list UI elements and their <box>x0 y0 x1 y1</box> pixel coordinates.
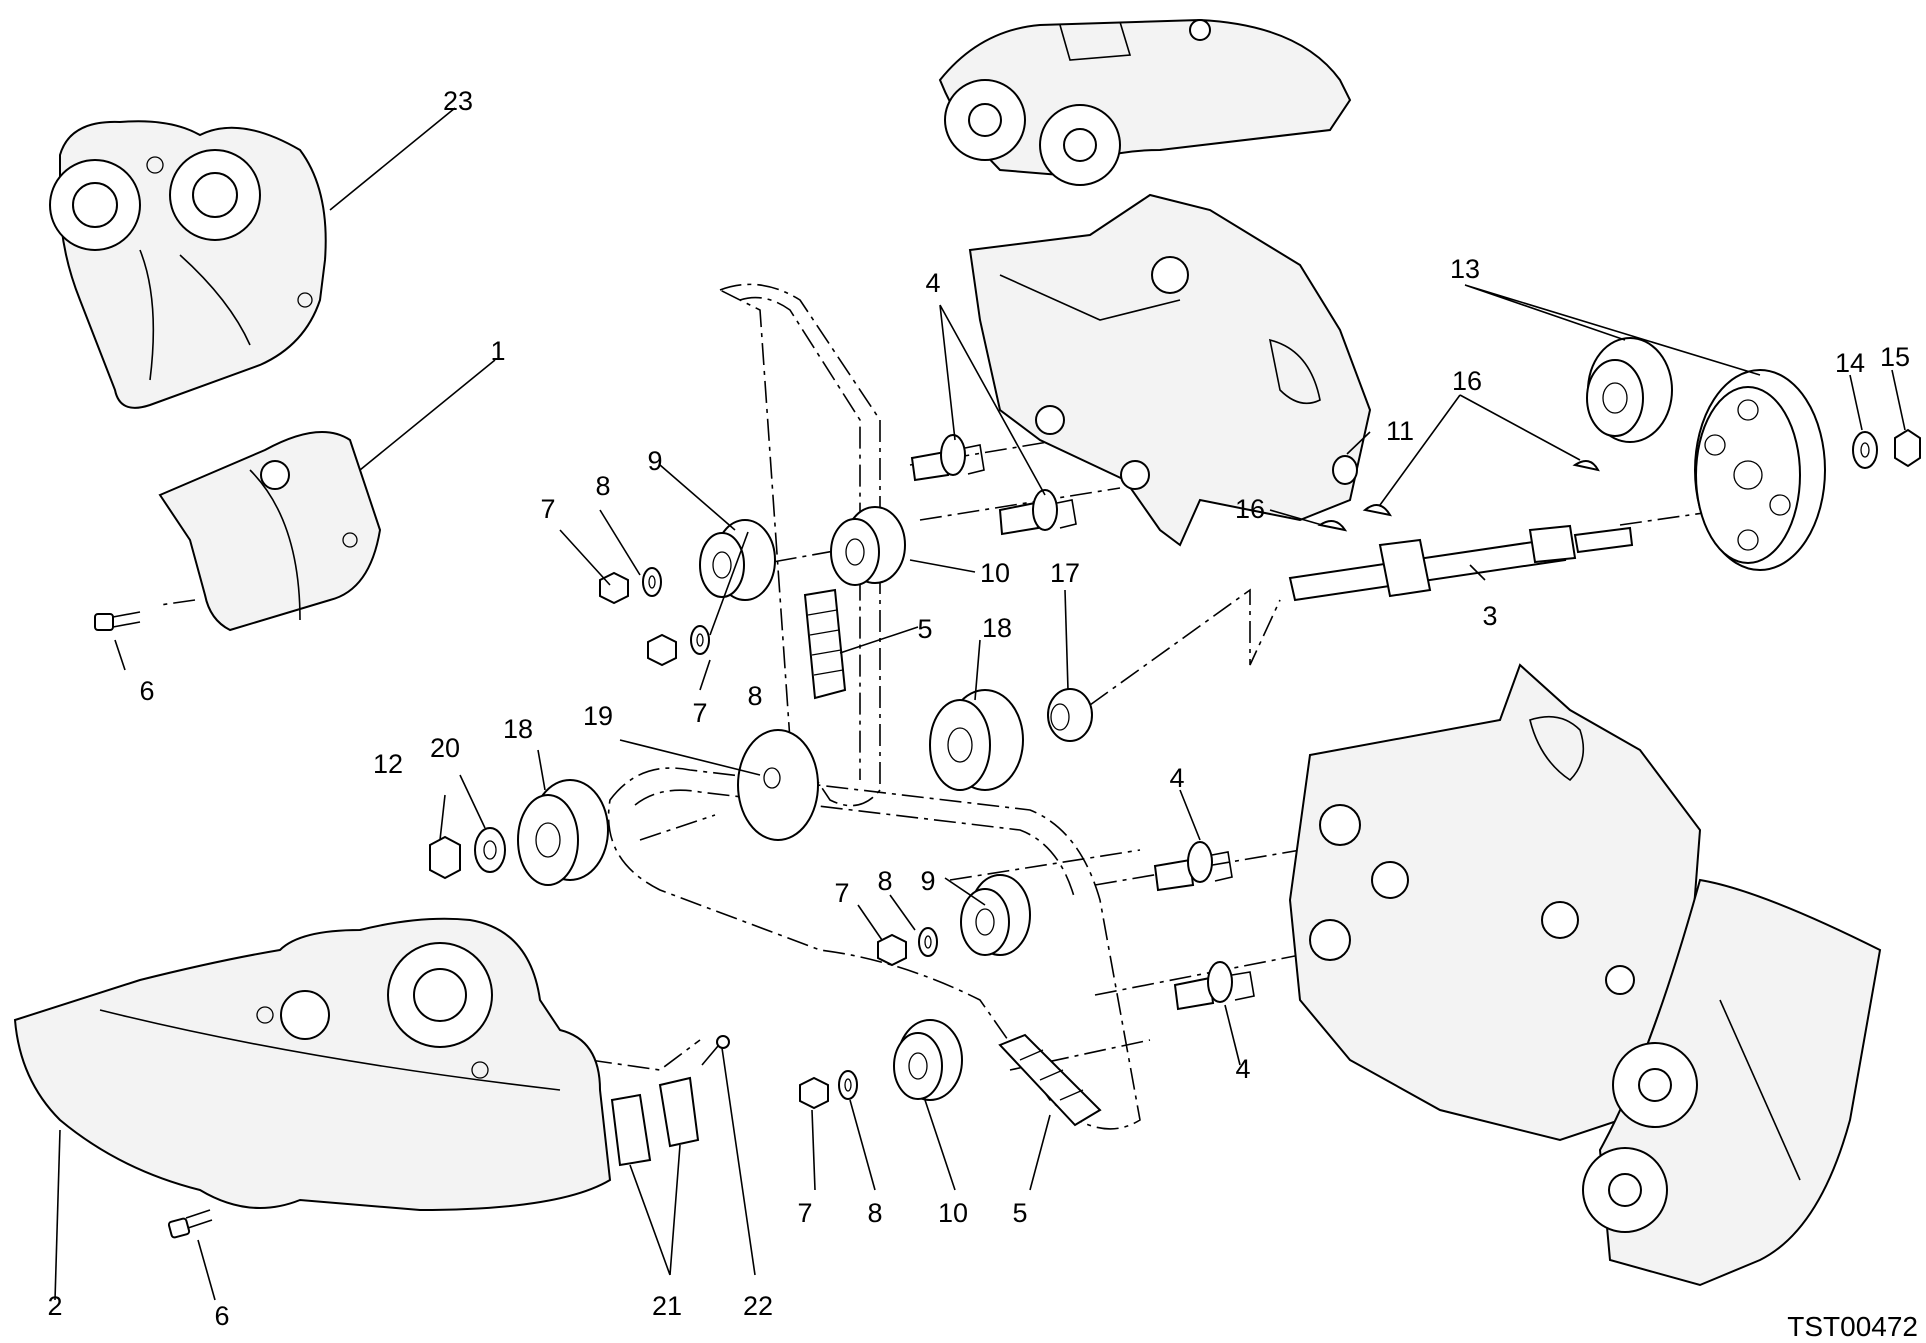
callout-18-right: 18 <box>982 613 1012 643</box>
callout-15: 15 <box>1880 342 1910 372</box>
callout-6-upper: 6 <box>139 676 154 706</box>
screw-upper <box>94 611 141 631</box>
callout-6-lower: 6 <box>214 1301 229 1331</box>
woodruff-key-16-left <box>1317 520 1348 532</box>
callout-8-lower-a: 8 <box>877 866 892 896</box>
auxiliary-shaft-3 <box>1288 524 1634 602</box>
cam-pulley-top-left <box>944 79 1026 161</box>
screw-lower <box>167 1209 213 1239</box>
callout-9-lower: 9 <box>920 866 935 896</box>
callout-8-upper: 8 <box>595 471 610 501</box>
callout-2: 2 <box>47 1291 62 1321</box>
idler-roller-9-lower <box>960 874 1031 956</box>
nut-15 <box>1894 428 1921 468</box>
upper-belt-cover <box>49 120 327 409</box>
spacer-20 <box>474 827 506 873</box>
timing-belt-vertical <box>718 283 881 807</box>
rear-head-cover <box>1598 878 1882 1287</box>
callout-10-lower: 10 <box>938 1198 968 1228</box>
callout-7-lower-a: 7 <box>834 878 849 908</box>
callout-8-lower-b: 8 <box>867 1198 882 1228</box>
callout-21: 21 <box>652 1291 682 1321</box>
tensioner-stud-upper-b <box>998 489 1077 536</box>
callout-5-lower: 5 <box>1012 1198 1027 1228</box>
nut-b <box>647 633 677 667</box>
cylinder-head-upper <box>968 193 1372 547</box>
spacer-ring-17 <box>1047 688 1093 742</box>
washer-d <box>838 1070 858 1100</box>
callout-20: 20 <box>430 733 460 763</box>
callout-4-mid: 4 <box>1169 763 1184 793</box>
cover-badges <box>610 1076 700 1167</box>
diagram-code: TST00472 <box>1787 1311 1918 1342</box>
circlip-11 <box>1332 455 1358 485</box>
callout-22: 22 <box>743 1291 773 1321</box>
callout-17: 17 <box>1050 558 1080 588</box>
callout-12: 12 <box>373 749 403 779</box>
callout-10-upper: 10 <box>980 558 1010 588</box>
callout-8-mid: 8 <box>747 681 762 711</box>
callout-19: 19 <box>583 701 613 731</box>
callout-16-top: 16 <box>1452 366 1482 396</box>
woodruff-key-16-right <box>1572 460 1600 472</box>
callout-5-upper: 5 <box>917 614 932 644</box>
cam-pulley-top-right <box>1039 104 1121 186</box>
cam-pulley-rear-lower <box>1582 1147 1668 1233</box>
callout-13: 13 <box>1450 254 1480 284</box>
callout-16-left: 16 <box>1235 494 1265 524</box>
callout-11: 11 <box>1386 416 1414 446</box>
callout-14: 14 <box>1835 348 1865 378</box>
callout-7-upper: 7 <box>540 494 555 524</box>
callout-9-upper: 9 <box>647 446 662 476</box>
callout-4-upper: 4 <box>925 268 940 298</box>
callout-23: 23 <box>443 86 473 116</box>
washer-b <box>690 625 710 655</box>
washer-a <box>642 567 662 597</box>
idler-roller-10-lower <box>893 1019 963 1101</box>
horizontal-cover-plate <box>158 431 382 632</box>
tensioner-stud-upper-a <box>910 434 985 482</box>
callout-1: 1 <box>490 336 505 366</box>
nut-c <box>877 933 907 967</box>
woodruff-key-16-middle <box>1362 504 1392 517</box>
callout-3: 3 <box>1482 601 1497 631</box>
leader-lines <box>54 107 1906 1301</box>
tensioner-stud-lower-b <box>1173 961 1255 1011</box>
nut-a <box>599 571 629 605</box>
idler-roller-10-upper <box>830 506 906 586</box>
callout-labels: 23 1 6 6 2 4 9 8 7 10 5 18 17 8 7 11 16 … <box>47 86 1918 1342</box>
callout-7-mid: 7 <box>692 698 707 728</box>
callout-4-lower: 4 <box>1235 1054 1250 1084</box>
belt-segment-lower <box>998 1033 1102 1127</box>
gear-13-small <box>1586 337 1673 443</box>
cylinder-head-lower <box>1288 663 1702 1142</box>
washer-c <box>918 927 938 957</box>
belt-segment-upper <box>803 588 847 700</box>
callout-18-left: 18 <box>503 714 533 744</box>
timing-belt-lower <box>607 767 1141 1130</box>
nut-12 <box>429 835 461 880</box>
toothed-pulley-18-left <box>517 779 609 886</box>
cam-pulley-rear-upper <box>1612 1042 1698 1128</box>
toothed-pulley-18-right <box>929 689 1024 791</box>
gear-13-large <box>1694 369 1826 571</box>
nut-d <box>799 1076 829 1110</box>
callout-7-lower-b: 7 <box>797 1198 812 1228</box>
small-screw-22 <box>701 1035 730 1066</box>
flat-washer-19 <box>737 729 819 841</box>
tensioner-stud-lower-a <box>1153 841 1233 892</box>
washer-14 <box>1852 431 1878 469</box>
lower-belt-cover <box>13 917 612 1212</box>
